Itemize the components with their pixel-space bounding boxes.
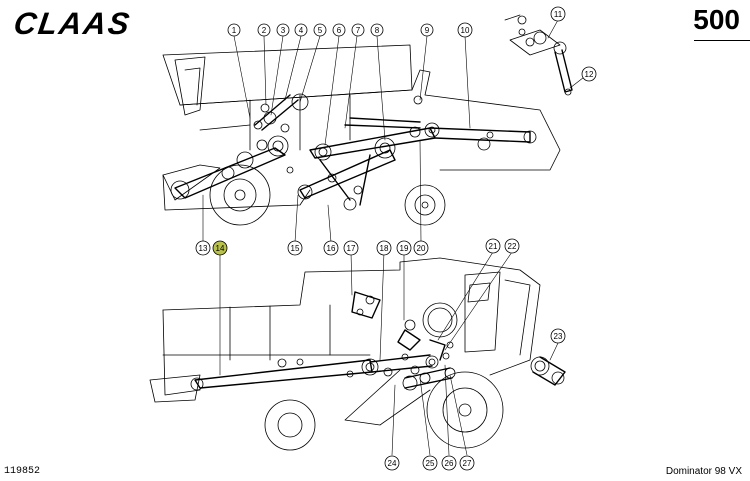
svg-text:18: 18 [380, 244, 389, 253]
callout-2: 2 [257, 23, 271, 37]
page-number: 500 [693, 4, 740, 35]
svg-text:17: 17 [347, 244, 356, 253]
callout-18: 18 [376, 240, 392, 256]
model-name: Dominator 98 VX [665, 466, 742, 477]
callout-16: 16 [323, 240, 339, 256]
svg-text:6: 6 [337, 26, 342, 35]
svg-text:13: 13 [199, 244, 208, 253]
callout-22: 22 [504, 238, 520, 254]
svg-text:8: 8 [375, 26, 380, 35]
callout-8: 8 [370, 23, 384, 37]
callout-20: 20 [413, 240, 429, 256]
lower-combine-outline [149, 257, 541, 451]
callout-10: 10 [457, 22, 473, 38]
callout-1: 1 [227, 23, 241, 37]
svg-text:16: 16 [327, 244, 336, 253]
upper-belts [174, 94, 531, 206]
svg-text:26: 26 [445, 459, 454, 468]
svg-text:11: 11 [554, 10, 563, 19]
callout-6: 6 [332, 23, 346, 37]
svg-text:9: 9 [425, 26, 430, 35]
svg-text:2: 2 [262, 26, 267, 35]
callout-13: 13 [195, 240, 211, 256]
svg-text:10: 10 [461, 26, 470, 35]
svg-text:15: 15 [291, 244, 300, 253]
svg-text:1: 1 [232, 26, 237, 35]
callout-11: 11 [550, 6, 566, 22]
callout-23: 23 [550, 328, 566, 344]
svg-text:4: 4 [299, 26, 304, 35]
svg-text:5: 5 [318, 26, 323, 35]
callout-12: 12 [581, 66, 597, 82]
callout-24: 24 [384, 455, 400, 471]
svg-text:27: 27 [463, 459, 472, 468]
callout-21: 21 [485, 238, 501, 254]
callout-26: 26 [441, 455, 457, 471]
callout-7: 7 [351, 23, 365, 37]
drawing-reference: 119852 [4, 466, 41, 477]
svg-text:20: 20 [417, 244, 426, 253]
svg-text:14: 14 [216, 244, 225, 253]
callout-5: 5 [313, 23, 327, 37]
svg-text:21: 21 [489, 242, 498, 251]
callout-4: 4 [294, 23, 308, 37]
page-number-rule [694, 40, 750, 41]
svg-text:22: 22 [508, 242, 517, 251]
callout-14-highlighted: 14 [212, 240, 228, 256]
callout-15: 15 [287, 240, 303, 256]
svg-text:25: 25 [426, 459, 435, 468]
upper-leader-lines [202, 19, 589, 456]
lower-pulleys [190, 295, 456, 391]
inset-detail-top-right [504, 14, 573, 96]
svg-text:23: 23 [554, 332, 563, 341]
callout-19: 19 [396, 240, 412, 256]
svg-text:12: 12 [585, 70, 594, 79]
upper-combine-outline [162, 44, 561, 226]
svg-text:24: 24 [388, 459, 397, 468]
callout-3: 3 [276, 23, 290, 37]
svg-text:3: 3 [281, 26, 286, 35]
callout-25: 25 [422, 455, 438, 471]
svg-text:7: 7 [356, 26, 361, 35]
inset-detail-23 [530, 356, 566, 386]
svg-text:19: 19 [400, 244, 409, 253]
callout-27: 27 [459, 455, 475, 471]
callouts: 1 2 3 4 5 6 7 8 9 10 11 12 13 14 15 16 1… [195, 6, 597, 471]
callout-9: 9 [420, 23, 434, 37]
callout-17: 17 [343, 240, 359, 256]
